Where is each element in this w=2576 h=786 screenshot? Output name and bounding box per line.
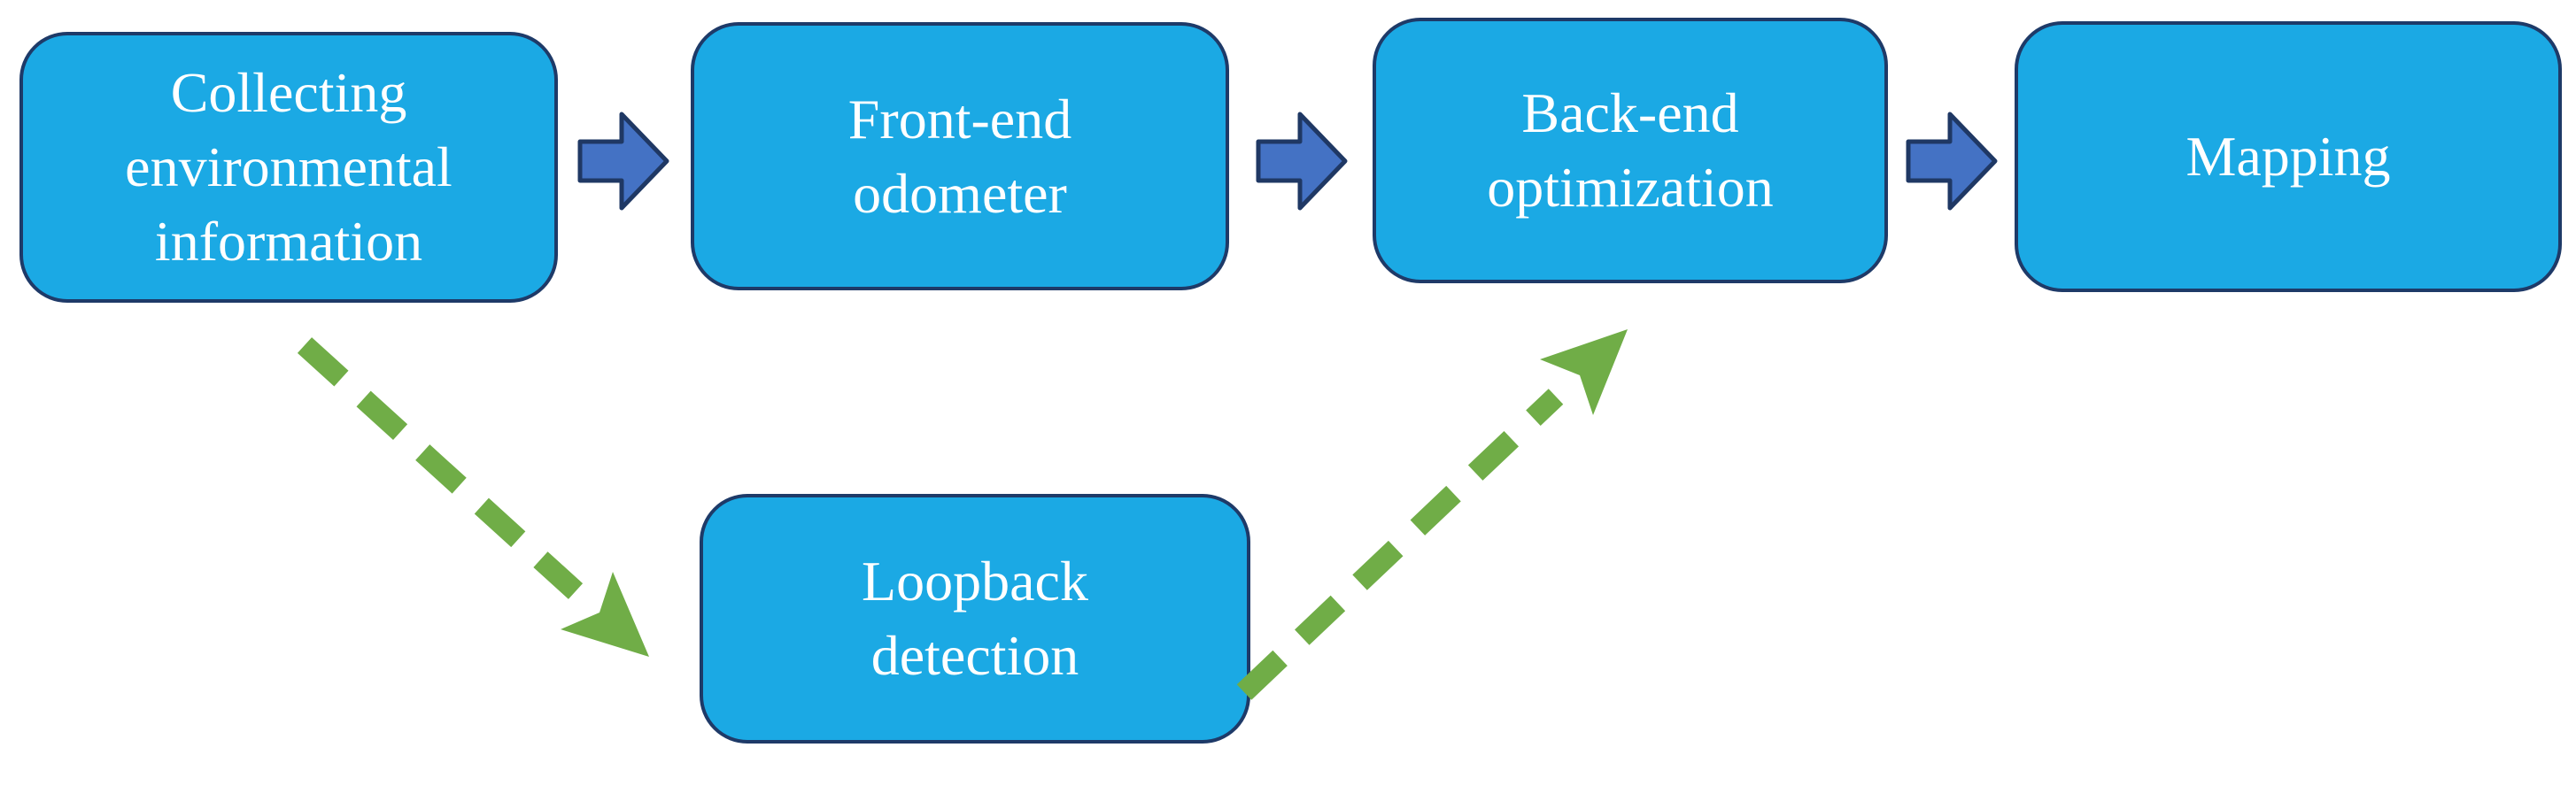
node-collecting-environmental-information: Collecting environmental information bbox=[19, 32, 558, 303]
node-mapping: Mapping bbox=[2015, 21, 2562, 292]
block-arrow-icon-backend-to-mapping bbox=[1906, 112, 1998, 211]
dashed-arrow-icon-loopback-to-backend bbox=[1236, 329, 1628, 700]
dashed-arrow-icon-collect-to-loopback bbox=[297, 337, 649, 657]
node-label: Loopback detection bbox=[862, 550, 1088, 687]
node-label: Front-end odometer bbox=[847, 87, 1072, 225]
node-front-end-odometer: Front-end odometer bbox=[691, 22, 1229, 290]
block-arrow-icon-collect-to-frontend bbox=[577, 112, 669, 211]
node-label: Collecting environmental information bbox=[125, 61, 453, 273]
node-label: Back-end optimization bbox=[1487, 81, 1774, 219]
node-back-end-optimization: Back-end optimization bbox=[1373, 18, 1888, 283]
node-loopback-detection: Loopback detection bbox=[700, 494, 1250, 744]
block-arrow-icon-frontend-to-backend bbox=[1256, 112, 1348, 211]
node-label: Mapping bbox=[2185, 125, 2391, 188]
